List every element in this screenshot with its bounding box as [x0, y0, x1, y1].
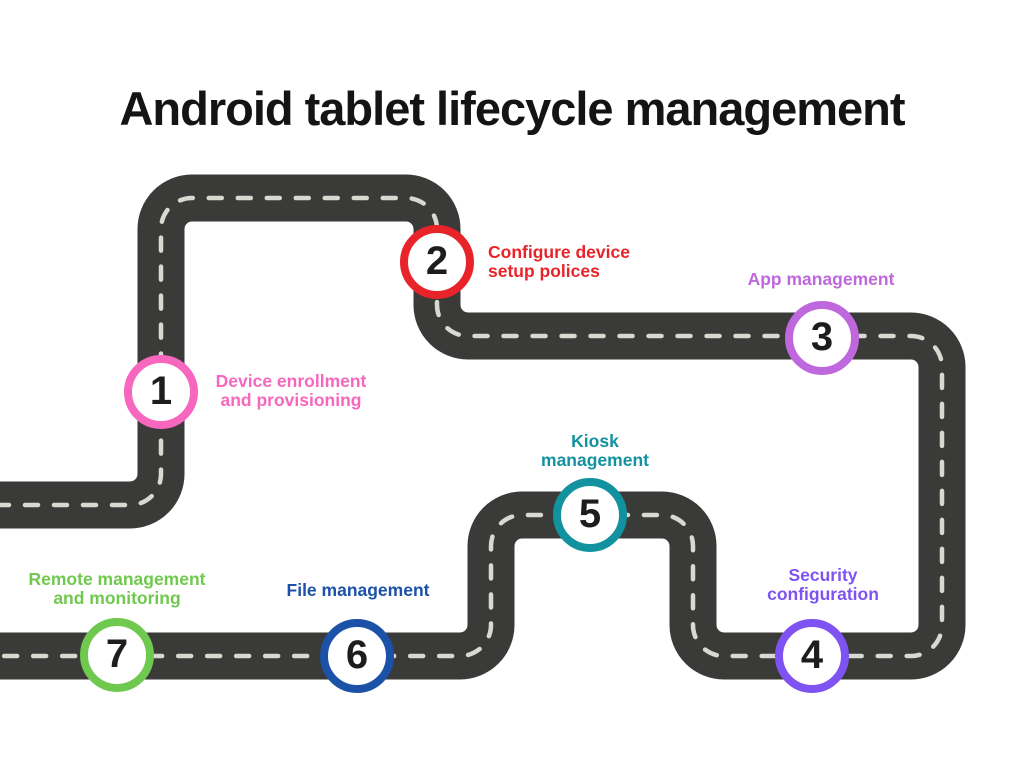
milestone-5-number: 5 — [578, 492, 602, 536]
milestone-4-number: 4 — [800, 633, 824, 677]
milestone-7-number: 7 — [105, 632, 129, 676]
milestone-3-marker: 3 — [785, 301, 859, 375]
milestone-7-label: Remote management and monitoring — [28, 569, 206, 609]
road-center-dashes — [0, 195, 945, 659]
milestone-5-label: Kiosk management — [541, 431, 649, 471]
milestone-2-label: Configure device setup polices — [488, 242, 630, 282]
milestone-3-label: App management — [747, 269, 895, 289]
milestone-7-marker: 7 — [80, 618, 154, 692]
milestone-4-marker: 4 — [775, 619, 849, 693]
milestone-3-number: 3 — [810, 315, 834, 359]
milestone-6-number: 6 — [345, 633, 369, 677]
milestone-1-marker: 1 — [124, 355, 198, 429]
milestone-2-number: 2 — [425, 239, 449, 283]
milestone-1-number: 1 — [149, 369, 173, 413]
milestone-4-label: Security configuration — [767, 565, 879, 605]
milestone-6-label: File management — [286, 580, 430, 600]
milestone-1-label: Device enrollment and provisioning — [215, 371, 367, 411]
page-title: Android tablet lifecycle management — [119, 82, 905, 136]
milestone-6-marker: 6 — [320, 619, 394, 693]
milestone-2-marker: 2 — [400, 225, 474, 299]
milestone-5-marker: 5 — [553, 478, 627, 552]
